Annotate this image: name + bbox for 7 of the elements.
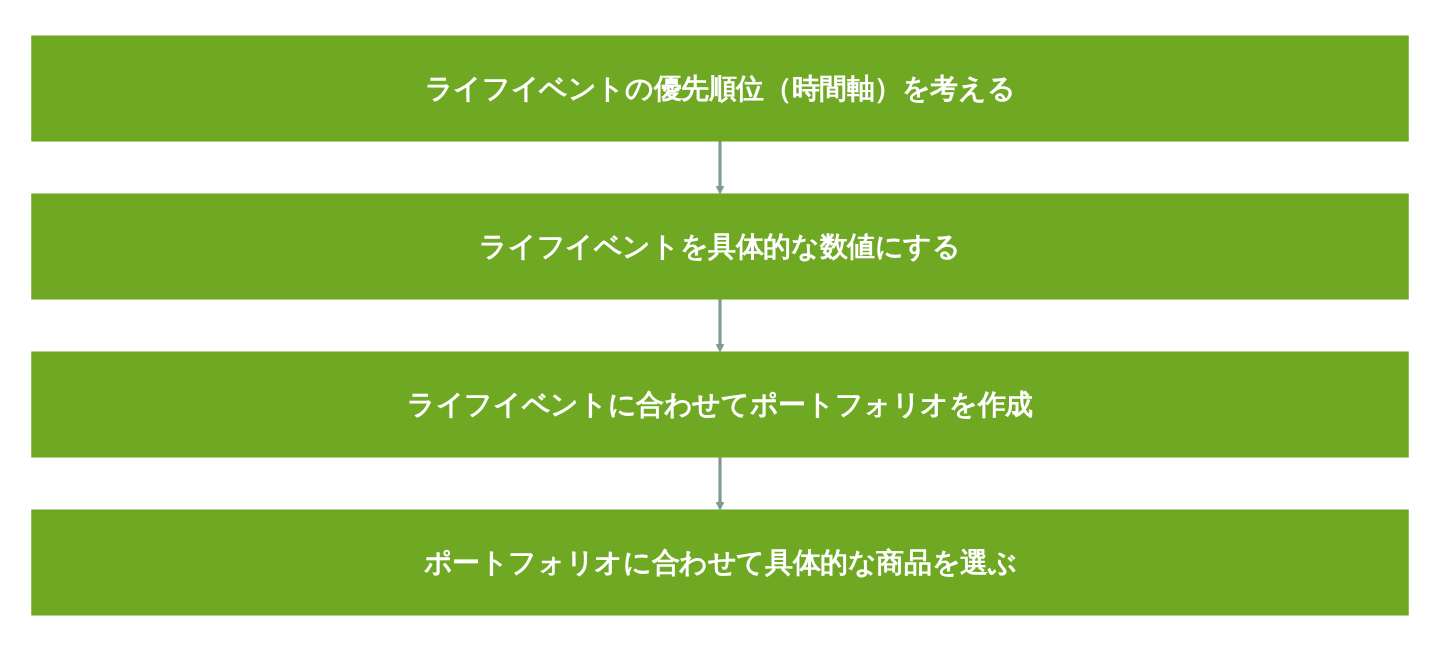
arrow bbox=[715, 141, 725, 195]
arrow bbox=[715, 299, 725, 353]
node-box: ライフイベントを具体的な数値にする bbox=[31, 193, 1409, 300]
arrow bbox=[715, 457, 725, 511]
node-box: ライフイベントに合わせてポートフォリオを作成 bbox=[31, 351, 1409, 458]
node-box: ポートフォリオに合わせて具体的な商品を選ぶ bbox=[31, 509, 1409, 616]
node-box: ライフイベントの優先順位（時間軸）を考える bbox=[31, 35, 1409, 142]
